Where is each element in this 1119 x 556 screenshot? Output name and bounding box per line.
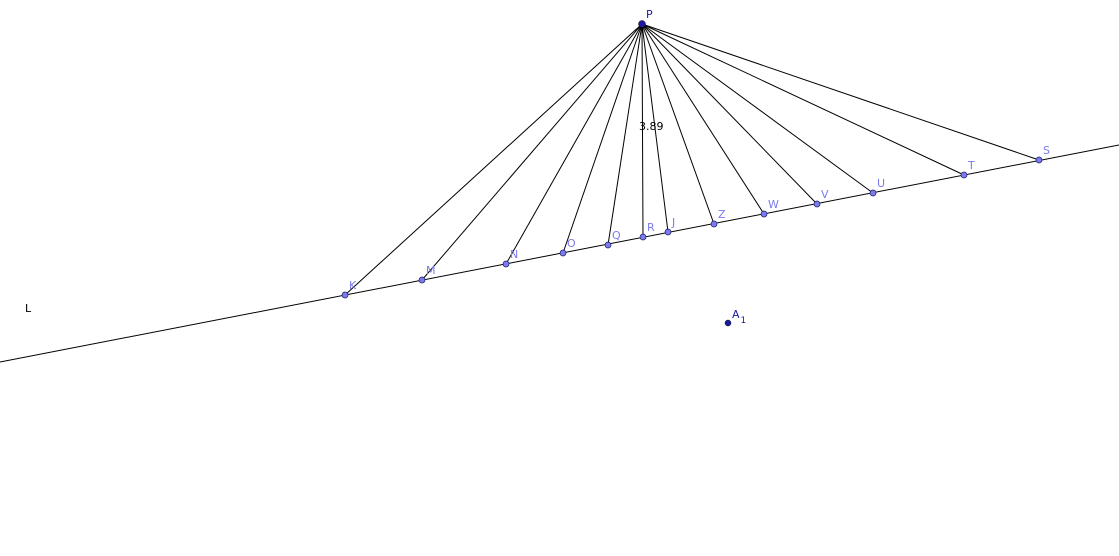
- line-label-l: L: [25, 302, 32, 315]
- segments-group: [344, 23, 1040, 296]
- point-j[interactable]: [664, 228, 672, 236]
- point-label-v: V: [821, 188, 829, 201]
- line-l[interactable]: [0, 144, 1119, 363]
- point-k[interactable]: [341, 291, 349, 299]
- point-label-u: U: [877, 177, 885, 190]
- point-m[interactable]: [418, 276, 426, 284]
- point-label-n: N: [510, 248, 518, 261]
- segment-pt[interactable]: [641, 23, 965, 176]
- point-label-o: O: [567, 237, 576, 250]
- point-label-a1-subscript: 1: [741, 316, 747, 326]
- point-u[interactable]: [869, 189, 877, 197]
- point-o[interactable]: [559, 249, 567, 257]
- point-label-a1: A1: [732, 308, 746, 326]
- base-points-group: K M N O Q R J Z W V U T S: [341, 144, 1050, 299]
- segment-pn[interactable]: [505, 23, 643, 265]
- point-label-m: M: [426, 264, 436, 277]
- point-label-z: Z: [718, 208, 726, 221]
- point-v[interactable]: [813, 200, 821, 208]
- segment-pj[interactable]: [641, 23, 669, 233]
- point-r[interactable]: [639, 233, 647, 241]
- point-label-k: K: [349, 279, 357, 292]
- point-t[interactable]: [960, 171, 968, 179]
- segment-pw[interactable]: [641, 23, 765, 215]
- segment-po[interactable]: [562, 23, 643, 254]
- point-label-j: J: [671, 216, 675, 229]
- segment-ps[interactable]: [641, 23, 1040, 161]
- point-label-a1-main: A: [732, 308, 740, 321]
- point-label-q: Q: [612, 229, 621, 242]
- segment-pv[interactable]: [641, 23, 818, 205]
- segment-pr[interactable]: [641, 23, 644, 238]
- point-w[interactable]: [760, 210, 768, 218]
- point-p[interactable]: [638, 20, 646, 28]
- point-label-w: W: [768, 198, 779, 211]
- point-q[interactable]: [604, 241, 612, 249]
- segment-pu[interactable]: [641, 23, 874, 194]
- point-label-r: R: [647, 221, 655, 234]
- point-label-p: P: [646, 8, 653, 21]
- segment-pm[interactable]: [421, 23, 643, 281]
- segment-pk[interactable]: [344, 23, 643, 296]
- point-s[interactable]: [1035, 156, 1043, 164]
- segment-pz[interactable]: [641, 23, 715, 225]
- point-n[interactable]: [502, 260, 510, 268]
- segment-pq[interactable]: [607, 23, 643, 246]
- point-a1[interactable]: [724, 319, 732, 327]
- point-z[interactable]: [710, 220, 718, 228]
- point-label-t: T: [967, 159, 975, 172]
- segment-length-label: 3.89: [639, 120, 664, 133]
- point-label-s: S: [1043, 144, 1050, 157]
